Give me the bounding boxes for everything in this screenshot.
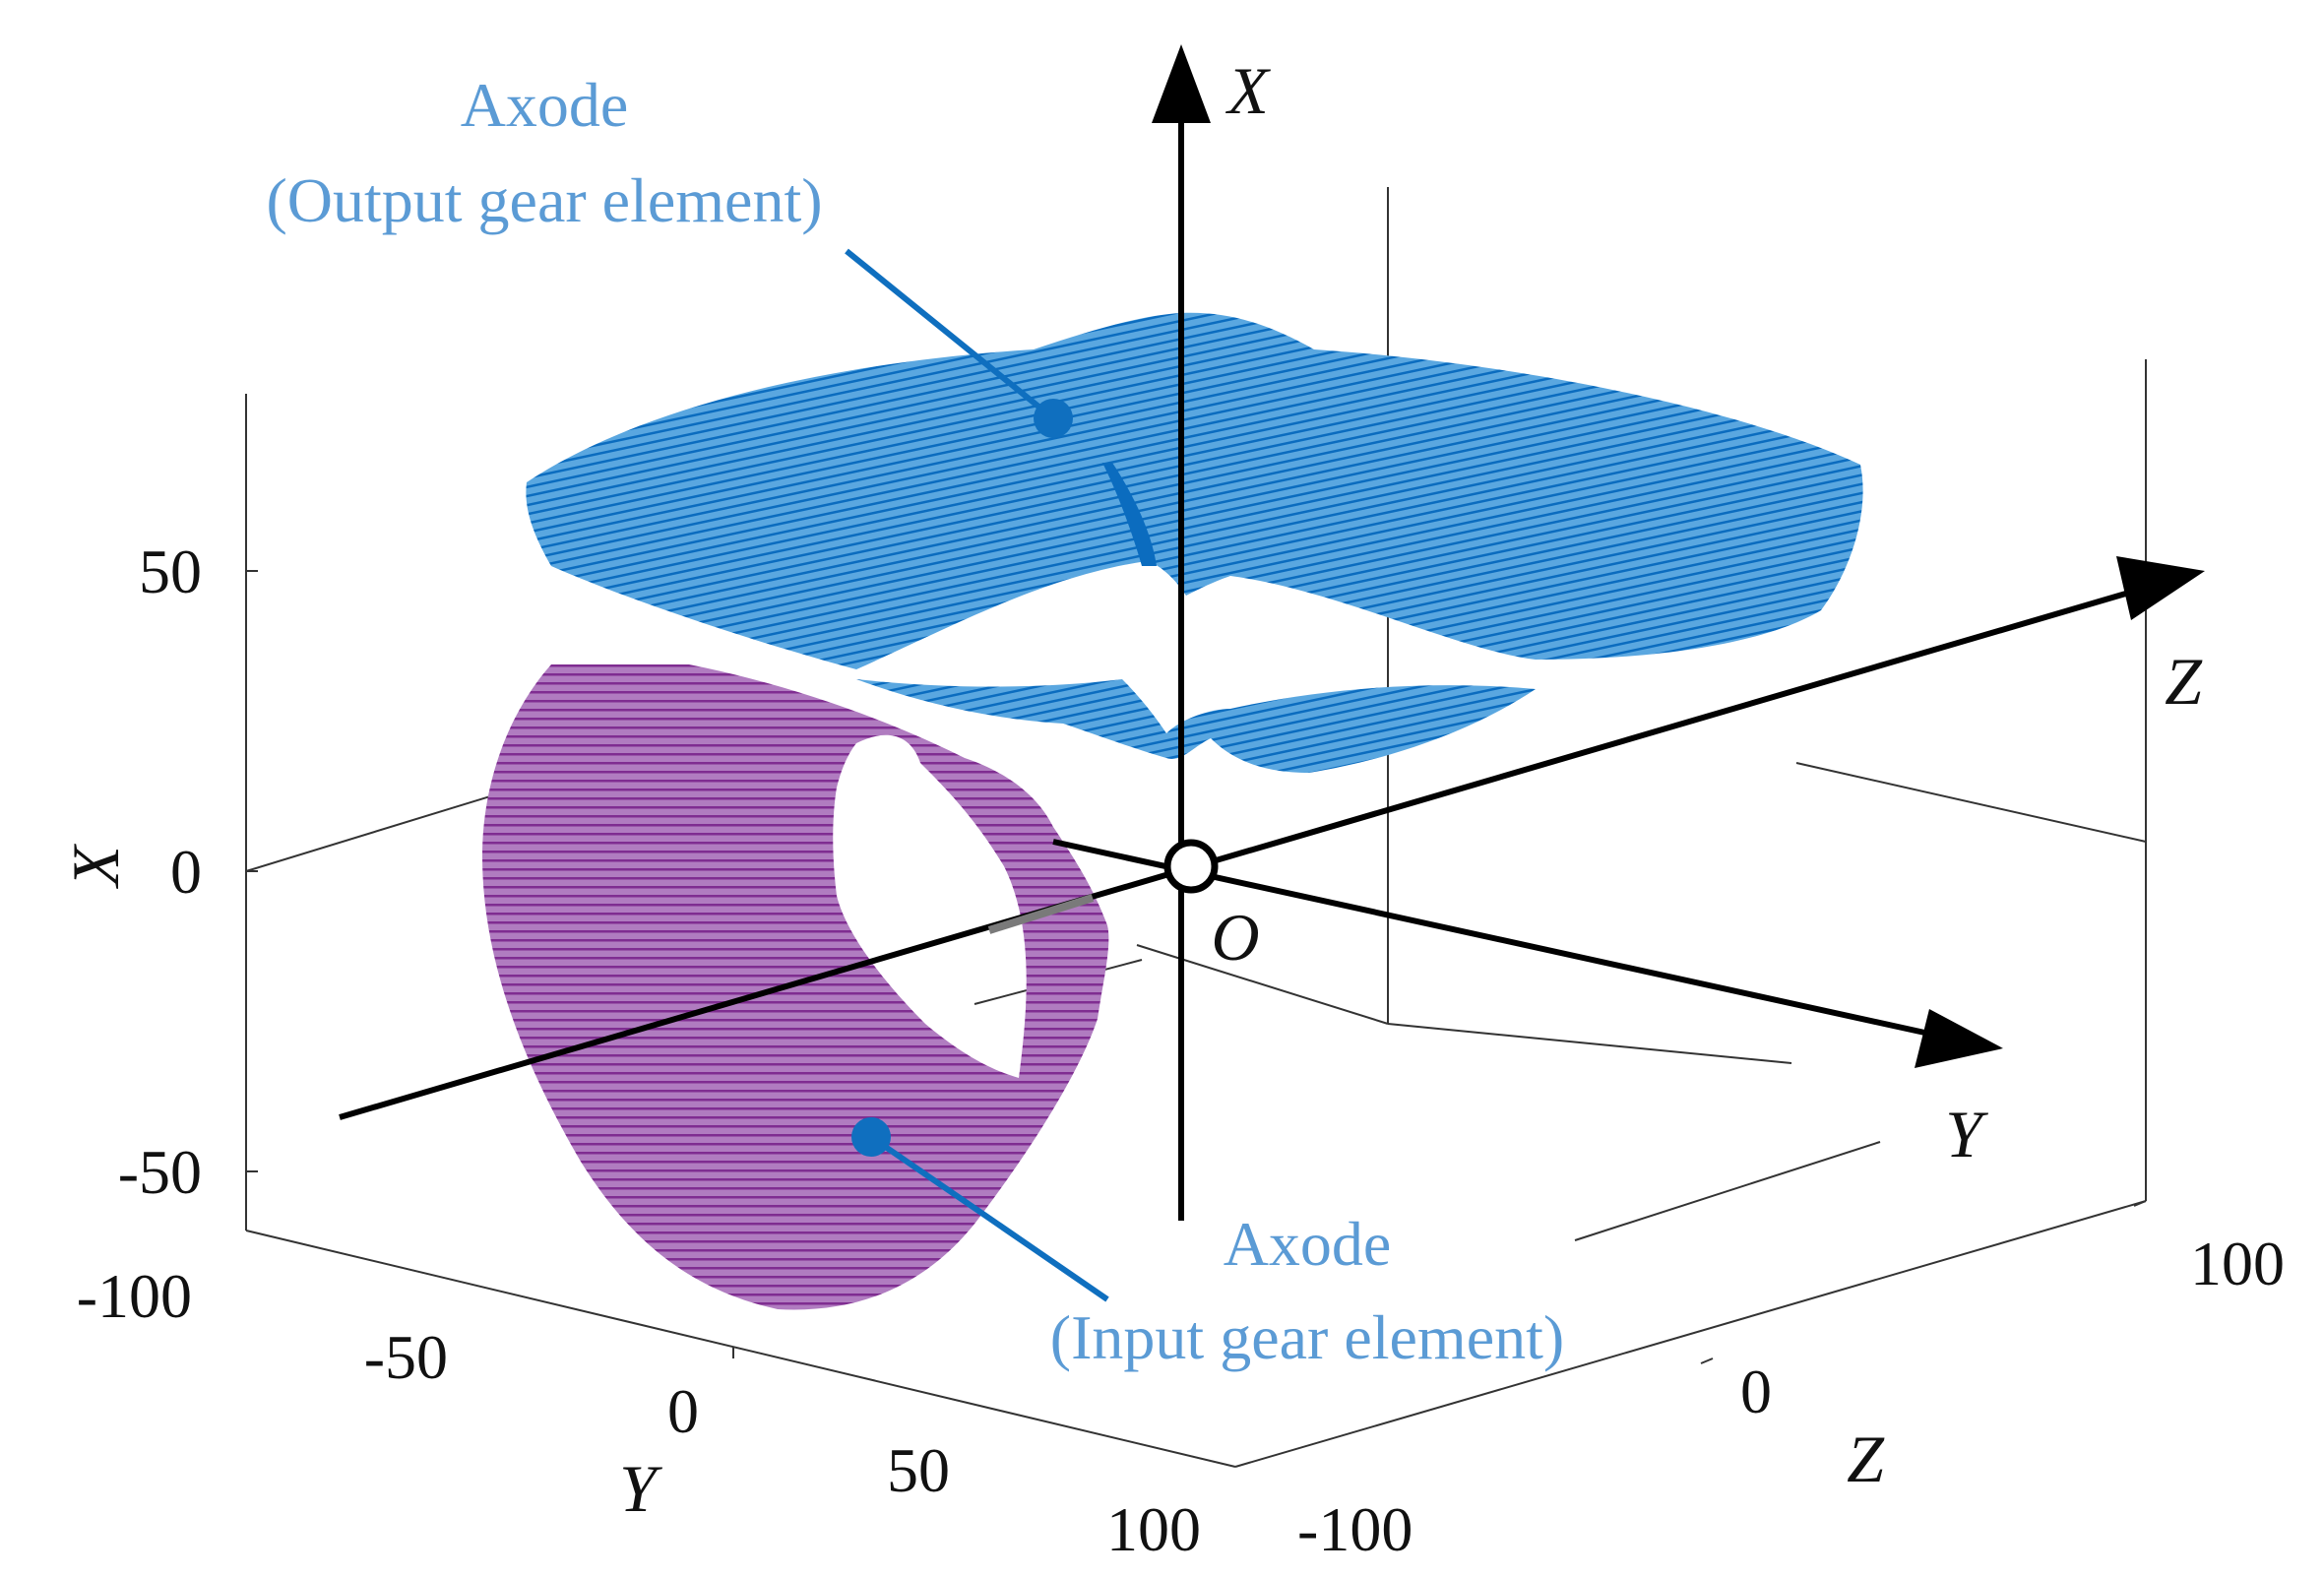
input-axode-cone xyxy=(482,664,1109,1310)
z-tick-label: -100 xyxy=(1297,1494,1413,1564)
frame-y-label: Y xyxy=(1945,1097,1988,1171)
z-tick-label: 100 xyxy=(2190,1229,2285,1298)
output-axode-callout: Axode (Output gear element) xyxy=(266,70,822,235)
y-tick-label: -50 xyxy=(364,1322,448,1392)
box-floor-back-edge-2 xyxy=(1387,1023,1792,1064)
x-tick-labels: 50 0 -50 xyxy=(118,537,202,1207)
box-floor-back-edge-1 xyxy=(1136,944,1389,1025)
output-axode-upper-band xyxy=(526,312,1863,669)
frame-z-label: Z xyxy=(2165,644,2203,719)
x-tick-label: 50 xyxy=(139,537,202,606)
input-callout-line2: (Input gear element) xyxy=(1050,1302,1564,1372)
z-tick-labels: -100 0 100 xyxy=(1297,1229,2285,1564)
box-x-axis-label: X xyxy=(58,844,133,890)
frame-z-arrowhead xyxy=(2116,556,2205,620)
input-axode-surface xyxy=(482,664,1109,1310)
frame-axis-arrowheads xyxy=(1152,44,2205,1068)
output-callout-leader xyxy=(845,248,1055,421)
callout-leaders xyxy=(845,248,1109,1302)
output-callout-line1: Axode xyxy=(461,70,629,140)
output-callout-line2: (Output gear element) xyxy=(266,165,822,235)
y-tick-label: -100 xyxy=(77,1261,192,1331)
input-gear-axis-segment xyxy=(987,894,1095,934)
origin-label: O xyxy=(1211,900,1259,975)
output-axode-surface xyxy=(526,312,1863,773)
output-axode-dense-fold xyxy=(1102,463,1157,566)
input-callout-dot xyxy=(851,1117,891,1157)
box-z-axis-label: Z xyxy=(1847,1421,1885,1496)
input-callout-leader xyxy=(869,1134,1109,1302)
x-tick-label: 0 xyxy=(170,837,202,907)
box-bottom-left-edge xyxy=(245,1230,1236,1468)
input-callout-line1: Axode xyxy=(1224,1209,1392,1279)
y-tick-labels: -100 -50 0 50 100 xyxy=(77,1261,1201,1564)
tick-marks xyxy=(246,570,2147,1364)
y-tick-label: 100 xyxy=(1106,1494,1201,1564)
y-tick-label: 50 xyxy=(887,1435,950,1505)
frame-x-arrowhead xyxy=(1152,44,1211,123)
z-tick-label: 0 xyxy=(1740,1357,1772,1426)
box-y-axis-label: Y xyxy=(619,1451,662,1526)
output-callout-dot xyxy=(1034,399,1073,438)
box-zero-plane-right xyxy=(1795,762,2147,843)
box-floor-diagonal-1 xyxy=(1574,1141,1881,1241)
frame-x-label: X xyxy=(1225,53,1271,128)
input-axode-callout: Axode (Input gear element) xyxy=(1050,1209,1564,1372)
x-tick-label: -50 xyxy=(118,1137,202,1207)
origin-marker xyxy=(1163,839,1219,894)
output-axode-lower-band xyxy=(856,679,1536,773)
box-bottom-right-edge xyxy=(1234,1200,2147,1468)
frame-z-axis-line xyxy=(339,588,2137,1120)
frame-y-arrowhead xyxy=(1915,1009,2003,1068)
y-tick-label: 0 xyxy=(667,1376,699,1446)
